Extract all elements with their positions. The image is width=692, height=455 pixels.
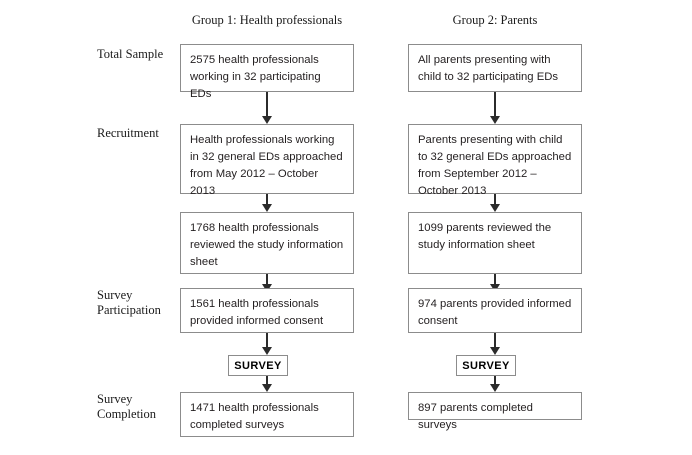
group2-total-sample-box: All parents presenting with child to 32 …	[408, 44, 582, 92]
group1-connector-2	[257, 194, 277, 212]
stage-label-survey-completion-line2: Completion	[97, 407, 157, 421]
group2-completed-box: 897 parents completed surveys	[408, 392, 582, 431]
group2-informed-consent-box: 974 parents provided informed consent	[408, 288, 582, 333]
group1-informed-consent-box: 1561 health professionals provided infor…	[180, 288, 354, 333]
group1-survey-node: SURVEY	[228, 355, 288, 376]
group2-heading: Group 2: Parents	[452, 13, 538, 27]
group1-connector-5	[257, 376, 277, 392]
group1-recruitment-box: Health professionals working in 32 gener…	[180, 124, 354, 197]
group2-connector-4	[485, 333, 505, 355]
group2-recruitment-box: Parents presenting with child to 32 gene…	[408, 124, 582, 197]
group2-survey-node: SURVEY	[456, 355, 516, 376]
stage-label-total-sample: Total Sample	[97, 47, 164, 61]
group1-heading: Group 1: Health professionals	[191, 13, 343, 27]
stage-label-recruitment: Recruitment	[97, 126, 159, 140]
group2-connector-5	[485, 376, 505, 392]
stage-label-survey-participation: Survey Participation	[97, 288, 181, 318]
stage-label-survey-completion-line1: Survey	[97, 392, 133, 406]
group1-connector-1	[257, 92, 277, 124]
group1-connector-4	[257, 333, 277, 355]
group2-connector-2	[485, 194, 505, 212]
group1-completed-box: 1471 health professionals completed surv…	[180, 392, 354, 437]
group1-reviewed-information-box: 1768 health professionals reviewed the s…	[180, 212, 354, 274]
group1-total-sample-box: 2575 health professionals working in 32 …	[180, 44, 354, 100]
group2-connector-1	[485, 92, 505, 124]
stage-label-survey-completion: Survey Completion	[97, 392, 181, 422]
stage-label-survey-participation-line2: Participation	[97, 303, 161, 317]
stage-label-survey-participation-line1: Survey	[97, 288, 133, 302]
group2-reviewed-information-box: 1099 parents reviewed the study informat…	[408, 212, 582, 274]
